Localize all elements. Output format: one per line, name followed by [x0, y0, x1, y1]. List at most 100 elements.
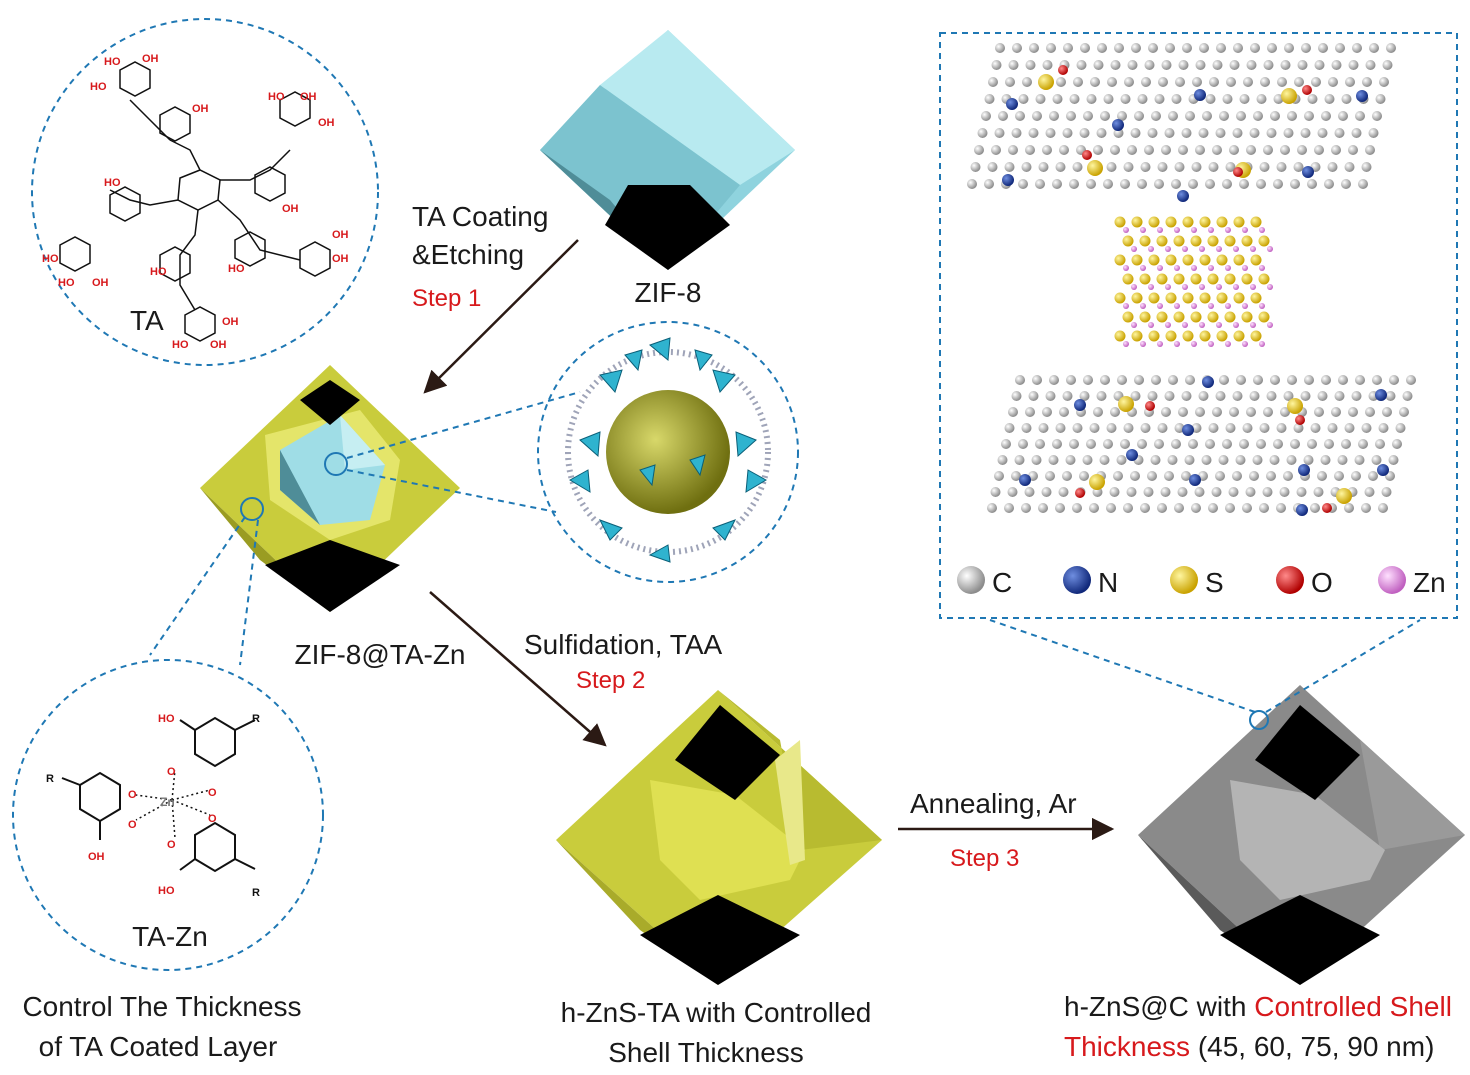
carbon-atom — [1249, 128, 1260, 138]
carbon-atom — [1324, 179, 1334, 189]
carbon-atom — [1358, 179, 1368, 189]
carbon-atom — [1174, 162, 1185, 172]
legend-o-icon — [1276, 566, 1304, 594]
carbon-atom — [1335, 43, 1345, 53]
carbon-atom — [1300, 128, 1311, 138]
carbon-atom — [1219, 111, 1229, 121]
sulfur-atom — [1122, 273, 1134, 285]
carbon-atom — [1069, 179, 1079, 189]
carbon-atom — [1389, 375, 1399, 385]
carbon-atom — [1063, 43, 1073, 53]
carbon-atom — [1351, 128, 1362, 138]
carbon-atom — [1201, 455, 1212, 465]
zinc-atom — [1140, 303, 1146, 309]
sulfur-atom — [1250, 292, 1262, 304]
carbon-atom — [1100, 375, 1110, 385]
carbon-atom — [981, 111, 991, 121]
carbon-atom — [1300, 391, 1311, 401]
carbon-atom — [1181, 471, 1191, 481]
hzns-ta-crystal — [556, 690, 882, 985]
carbon-atom — [1123, 503, 1133, 513]
sulfur-atom — [1156, 273, 1168, 285]
carbon-atom — [1293, 162, 1304, 172]
zinc-atom — [1242, 341, 1248, 347]
carbon-atom — [1117, 375, 1127, 385]
ta-oh: OH — [282, 203, 299, 215]
nitrogen-atom — [1202, 376, 1214, 388]
sulfur-atom — [1216, 216, 1228, 228]
carbon-atom — [1175, 77, 1185, 87]
carbon-atom — [1388, 455, 1399, 465]
sulfur-atom — [1118, 396, 1134, 412]
carbon-atom — [1022, 77, 1032, 87]
nitrogen-atom — [1194, 89, 1206, 101]
carbon-atom — [1103, 179, 1113, 189]
carbon-atom — [1218, 455, 1229, 465]
step3-line1: Annealing, Ar — [910, 788, 1077, 819]
zinc-atom — [1123, 341, 1129, 347]
tazn-panel: HO R R OH HO R Zn O O O O O O TA-Zn — [12, 659, 324, 971]
carbon-atom — [1174, 423, 1185, 433]
carbon-atom — [1107, 77, 1117, 87]
atom-dashed-box — [939, 32, 1458, 619]
carbon-atom — [1331, 60, 1342, 70]
carbon-atom — [1069, 439, 1079, 449]
ta-structure — [59, 61, 331, 342]
legend-n-label: N — [1098, 567, 1118, 598]
carbon-atom — [1242, 423, 1253, 433]
zinc-atom — [1191, 341, 1197, 347]
carbon-atom — [1066, 375, 1076, 385]
sulfur-atom — [1182, 330, 1194, 342]
carbon-atom — [1113, 471, 1123, 481]
carbon-atom — [1182, 43, 1192, 53]
carbon-atom — [970, 162, 981, 172]
sulfur-atom — [1258, 235, 1270, 247]
carbon-atom — [1093, 145, 1103, 155]
carbon-atom — [1246, 145, 1256, 155]
carbon-atom — [1361, 423, 1372, 433]
carbon-atom — [1144, 145, 1154, 155]
carbon-atom — [1178, 145, 1188, 155]
carbon-atom — [1120, 439, 1130, 449]
carbon-atom — [1256, 179, 1266, 189]
carbon-atom — [1198, 391, 1209, 401]
zinc-atom — [1140, 265, 1146, 271]
carbon-atom — [1303, 455, 1314, 465]
ta-oh: OH — [318, 117, 335, 129]
carbon-atom — [1338, 111, 1348, 121]
carbon-atom — [1198, 128, 1209, 138]
carbon-atom — [1032, 375, 1042, 385]
carbon-atom — [1378, 423, 1389, 433]
sulfur-atom — [1114, 216, 1126, 228]
carbon-atom — [1273, 439, 1283, 449]
carbon-atom — [1021, 423, 1032, 433]
carbon-atom — [1110, 145, 1120, 155]
step2-arrow — [429, 591, 607, 747]
tazn-oh: OH — [88, 851, 105, 863]
control-line1: Control The Thickness — [22, 991, 301, 1022]
carbon-atom — [1160, 487, 1171, 497]
carbon-atom — [1096, 391, 1107, 401]
sulfur-atom — [1156, 311, 1168, 323]
sulfur-atom — [1165, 330, 1177, 342]
ta-oh: OH — [222, 316, 239, 328]
carbon-atom — [1065, 455, 1076, 465]
carbon-atom — [1215, 471, 1225, 481]
carbon-atom — [1079, 471, 1089, 481]
sulfur-atom — [1281, 88, 1297, 104]
sulfur-atom — [1224, 235, 1236, 247]
carbon-atom — [1327, 423, 1338, 433]
tazn-zn: Zn — [160, 795, 175, 809]
carbon-atom — [1184, 455, 1195, 465]
carbon-atom — [1260, 77, 1270, 87]
nitrogen-atom — [1296, 504, 1308, 516]
zinc-atom — [1157, 227, 1163, 233]
carbon-atom — [994, 471, 1004, 481]
carbon-atom — [1345, 77, 1355, 87]
carbon-atom — [1028, 391, 1039, 401]
carbon-atom — [1355, 111, 1365, 121]
carbon-atom — [1365, 60, 1376, 70]
carbon-atom — [1008, 407, 1018, 417]
carbon-atom — [1052, 439, 1062, 449]
zinc-atom — [1208, 265, 1214, 271]
